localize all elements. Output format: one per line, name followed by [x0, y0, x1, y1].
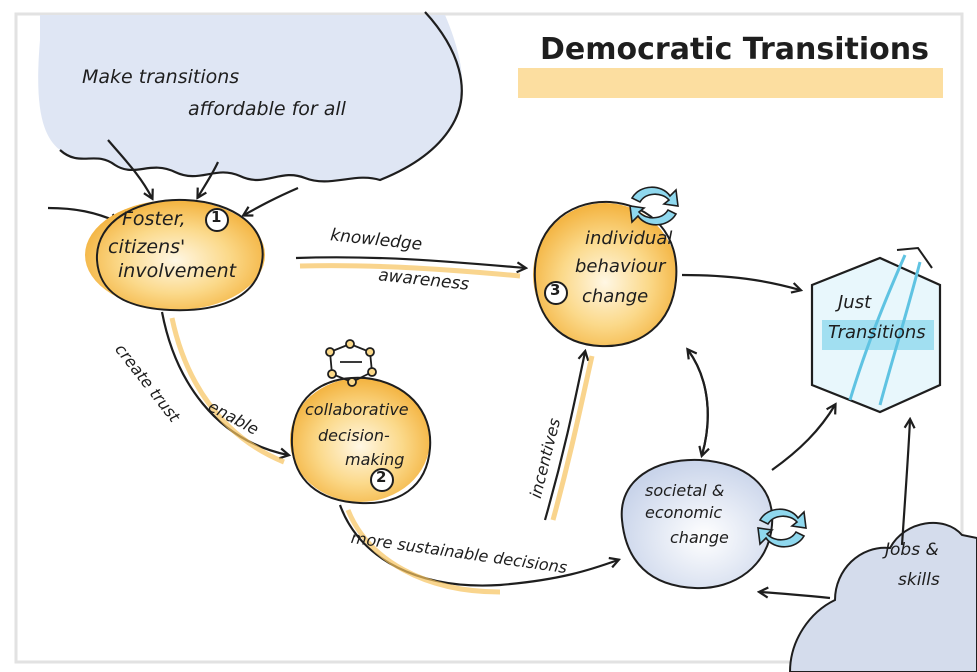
page-title: Democratic Transitions: [540, 32, 929, 67]
node-collab-outline: [290, 376, 432, 505]
cycle-icon-top: [629, 186, 679, 226]
node-just-line2: Transitions: [828, 322, 926, 343]
node-behaviour-line3: change: [582, 286, 649, 307]
node-societal-blob: [620, 458, 774, 590]
node-collab-line1: collaborative: [305, 400, 409, 419]
edge-knowledge: [295, 256, 525, 268]
node-foster-number-circle: [205, 208, 229, 232]
node-collab-number-circle: [370, 468, 394, 492]
node-foster-line2: citizens': [108, 236, 186, 258]
cloud-affordable-line1: Make transitions: [82, 66, 240, 88]
edge-highlights: [169, 263, 595, 595]
cloud-jobs-line2: skills: [898, 570, 940, 590]
node-foster-line1: Foster,: [122, 208, 186, 230]
node-behaviour-blob: [533, 203, 677, 347]
node-collab-number: 2: [376, 468, 387, 486]
edge-enable: [160, 311, 288, 455]
node-societal-line3: change: [670, 528, 729, 547]
cloud-affordable-line2: affordable for all: [188, 98, 346, 120]
node-collab-line2: decision-: [318, 426, 390, 445]
edge-jobs-societal: [760, 592, 831, 600]
paper-frame: [14, 12, 964, 664]
title-highlight: [518, 68, 943, 98]
cycle-icon-societal: [757, 508, 807, 548]
node-behaviour-number: 3: [550, 281, 561, 299]
just-highlight: [822, 320, 934, 350]
node-behaviour-line2: behaviour: [575, 256, 666, 277]
edge-arrows: [160, 256, 910, 600]
node-foster-line3: involvement: [118, 260, 237, 282]
node-behaviour-outline: [533, 200, 678, 348]
just-upward-arrows: [848, 246, 933, 406]
edge-behaviour-just: [681, 273, 800, 290]
cloud-affordable-shape: [38, 11, 463, 183]
cloud-jobs-line1: Jobs &: [885, 540, 939, 560]
node-behaviour-number-circle: [544, 281, 568, 305]
node-societal-line1: societal &: [645, 481, 725, 500]
edge-behaviour-societal: [688, 350, 708, 455]
cloud-jobs-shape: [788, 521, 977, 672]
edge-societal-just: [771, 405, 835, 471]
node-just-line1: Just: [838, 292, 872, 313]
node-foster-number: 1: [211, 208, 222, 226]
edge-more-sustainable: [338, 504, 618, 587]
edge-jobs-just: [900, 420, 910, 546]
node-behaviour-line1: individual: [585, 228, 673, 249]
node-collab-line3: making: [345, 450, 405, 469]
node-foster-outline: [95, 198, 264, 312]
network-icon: [325, 339, 377, 387]
edge-incentives: [543, 352, 585, 521]
node-collab-blob: [290, 378, 430, 502]
node-societal-line2: economic: [645, 503, 723, 522]
